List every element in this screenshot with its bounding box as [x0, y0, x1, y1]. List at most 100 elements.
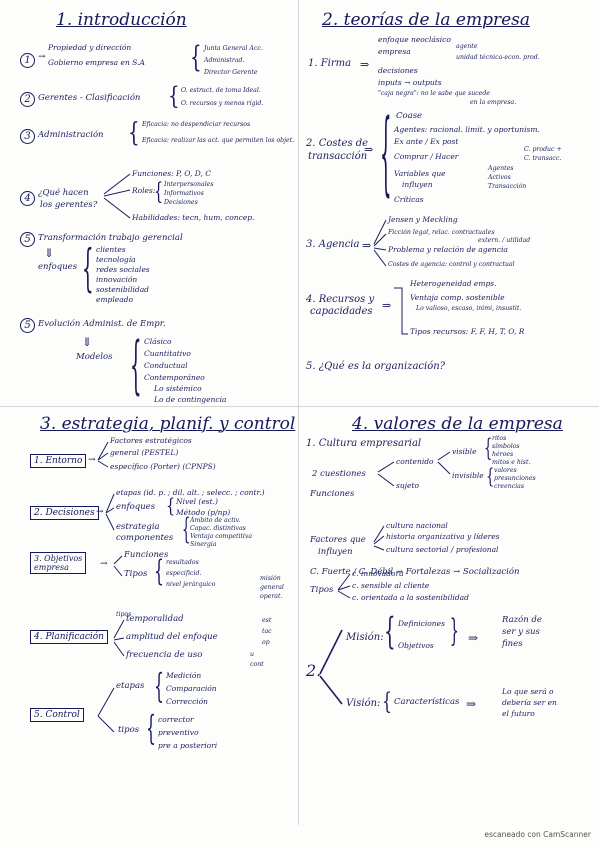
note-text: Cuantitativo	[144, 349, 191, 358]
note-text: presunciones	[494, 475, 536, 482]
note-text: agente	[456, 43, 478, 50]
note-text: Propiedad y dirección	[48, 43, 132, 52]
note-text: Corrección	[166, 697, 209, 706]
note-text: 1. Cultura empresarial	[306, 438, 422, 449]
note-text: nivel jerárquico	[166, 581, 216, 588]
note-text: enfoques	[116, 502, 156, 512]
note-text: Críticas	[394, 195, 424, 204]
note-text: Jensen y Meckling	[388, 215, 458, 224]
note-text: Nivel (est.)	[176, 497, 218, 506]
note-text: Ficción legal, relac. contractuales	[388, 229, 495, 236]
note-text: Gerentes - Clasificación	[38, 93, 141, 103]
topic-box: 3. Objetivos empresa	[30, 552, 87, 575]
note-text: específico (Porter) (CPNPS)	[110, 462, 216, 471]
note-text: especificid.	[166, 570, 202, 577]
branch-lines	[319, 451, 451, 705]
note-text: Comparación	[166, 684, 217, 693]
note-text: cultura nacional	[386, 521, 448, 530]
note-text: Funciones	[310, 489, 355, 499]
note-text: unidad técnica-econ. prod.	[456, 54, 540, 61]
section-title: 4. valores de la empresa	[352, 414, 563, 434]
note-text: Decisiones	[164, 199, 198, 206]
note-text: 5. ¿Qué es la organización?	[306, 361, 446, 372]
note-text: pre a posteriori	[158, 741, 218, 750]
note-text: mitos e hist.	[492, 459, 531, 466]
note-text: visible	[452, 447, 477, 456]
note-text: innovación	[96, 275, 138, 284]
note-text: cultura sectorial / profesional	[386, 545, 499, 554]
note-text: ¿Qué hacen	[38, 188, 89, 198]
horizontal-fold-line	[0, 406, 599, 407]
note-text: enfoques	[38, 262, 78, 272]
note-text: extern. / utilidad	[478, 237, 531, 244]
note-text: Transacción	[488, 183, 527, 190]
note-text: invisible	[452, 471, 484, 480]
note-text: Eficacia: no despendiciar recursos	[142, 121, 251, 128]
note-text: Habilidades: tecn, hum, concep.	[132, 213, 255, 222]
note-text: frecuencia de uso	[126, 650, 203, 660]
note-text: 3. Agencia	[306, 239, 360, 250]
note-text: Lo sistémico	[154, 384, 202, 393]
section-title: 2. teorías de la empresa	[322, 10, 531, 30]
note-text: Tipos	[310, 585, 334, 595]
note-text: Heterogeneidad emps.	[410, 279, 497, 288]
note-text: Definiciones	[398, 619, 445, 628]
note-text: 4. Recursos y	[306, 294, 375, 305]
note-text: capacidades	[310, 306, 373, 317]
note-text: empleado	[96, 295, 133, 304]
note-text: Modelos	[76, 352, 113, 362]
note-text: corrector	[158, 715, 194, 724]
note-text: estrategia	[116, 522, 160, 532]
note-text: O. estruct. de toma Ideal.	[181, 87, 261, 94]
note-text: contenido	[396, 457, 434, 466]
note-text: etapas (id. p. ; dil. alt. ; selecc. ; c…	[116, 488, 265, 497]
note-text: influyen	[318, 547, 353, 557]
note-text: ser y sus	[502, 627, 540, 637]
topic-box-line: 3. Objetivos	[34, 554, 83, 563]
note-text: enfoque neoclásico	[378, 35, 451, 44]
note-text: el futuro	[502, 709, 535, 718]
note-text: Contemporáneo	[144, 373, 205, 382]
note-text: Clásico	[144, 337, 172, 346]
note-text: resultados	[166, 559, 199, 566]
note-text: c. innovadora	[352, 569, 404, 578]
note-text: Tipos	[124, 569, 148, 579]
topic-box: 1. Entorno	[30, 454, 87, 469]
note-text: Director Gerente	[204, 69, 258, 76]
note-text: cont	[250, 661, 264, 668]
note-text: Conductual	[144, 361, 188, 370]
topic-box: 5. Control	[30, 708, 84, 723]
note-text: Coase	[396, 111, 423, 121]
note-text: sujeto	[396, 481, 419, 490]
note-text: Informativos	[164, 190, 204, 197]
section-title: 1. introducción	[56, 10, 187, 30]
note-text: "caja negra": no le sabe que sucede	[378, 90, 490, 97]
note-text: en la empresa.	[470, 99, 517, 106]
note-text: Roles:	[132, 186, 156, 195]
note-text: Problema y relación de agencia	[388, 245, 508, 254]
note-text: Administrad.	[204, 57, 245, 64]
note-text: influyen	[402, 180, 433, 189]
note-text: Transformación trabajo gerencial	[38, 233, 183, 243]
note-text: Interpersonales	[164, 181, 214, 188]
item-number-2: 2	[20, 92, 35, 107]
note-text: Sinergia	[190, 541, 217, 548]
note-text: c. orientada a la sostenibilidad	[352, 593, 469, 602]
note-text: los gerentes?	[40, 200, 98, 210]
section-valores: 4. valores de la empresa 1. Cultura empr…	[302, 412, 592, 822]
section-title: 3. estrategia, planif. y control	[40, 414, 296, 434]
note-text: c. sensible al cliente	[352, 581, 430, 590]
note-text: 2.	[306, 661, 322, 680]
note-text: símbolos	[492, 443, 520, 450]
note-text: transacción	[308, 151, 368, 162]
note-text: historia organizativa y líderes	[386, 532, 500, 541]
note-text: 2. Costes de	[306, 138, 369, 149]
note-text: C. produc +	[524, 146, 562, 153]
note-text: redes sociales	[96, 265, 150, 274]
note-text: Lo valioso, escaso, inimi, insustit.	[416, 305, 522, 312]
note-text: general (PESTEL)	[110, 448, 179, 457]
note-text: Método (p/np)	[176, 508, 231, 517]
note-text: Administración	[38, 130, 104, 140]
note-text: Agentes: racional. limit. y oportunism.	[394, 125, 540, 134]
